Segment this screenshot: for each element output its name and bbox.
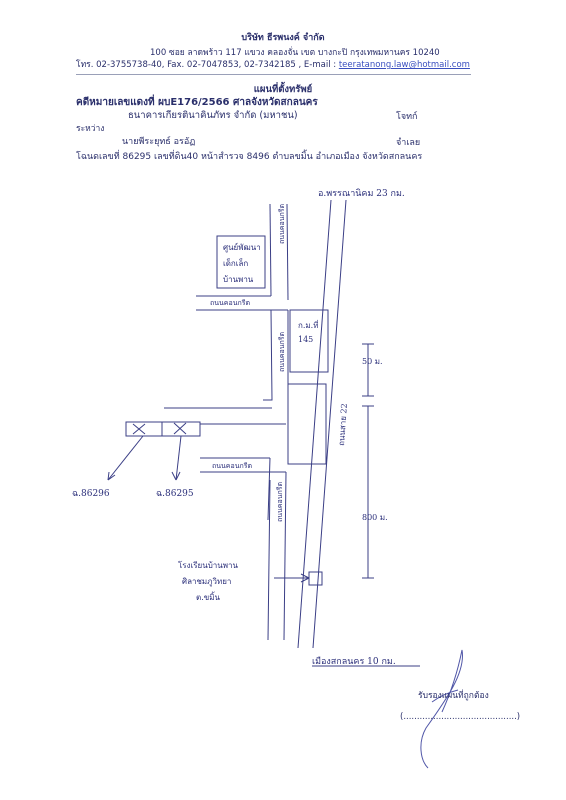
lower-vert-left-2 <box>267 479 271 641</box>
distance-50-label: 50 ม. <box>362 357 383 366</box>
email-link[interactable]: teeratanong.law@hotmail.com <box>338 60 470 70</box>
landmark-3-line1: โรงเรียนบ้านพาน <box>178 560 238 570</box>
defendant-name: นายพีระยุทธ์ อรอัฏ <box>122 137 196 147</box>
signature-stroke <box>431 689 459 703</box>
landmark-1-line2: เด็กเล็ก <box>223 258 248 268</box>
mid-road-label: ถนนคอนกรีต <box>278 332 286 372</box>
lower-vert-right <box>283 471 287 641</box>
distance-800-label: 800 ม. <box>362 513 388 522</box>
certify-text: รับรองแผนที่ถูกต้อง <box>418 691 489 701</box>
upper-road-label: ถนนคอนกรีต <box>278 204 286 244</box>
school-marker <box>308 571 323 586</box>
defendant-role: จำเลย <box>396 138 421 148</box>
block-middle <box>287 383 327 465</box>
upper-road-left <box>269 203 272 297</box>
lower-vert-left <box>267 457 271 521</box>
landmark-1-line3: บ้านพาน <box>223 275 254 284</box>
contact-text: โทร. 02-3755738-40, Fax. 02-7047853, 02-… <box>76 60 339 70</box>
landmark-block-2 <box>289 309 329 373</box>
deed-info: โฉนดเลขที่ 86295 เลขที่ดิน40 หน้าสำรวจ 8… <box>76 152 423 162</box>
upper-road-right <box>286 203 289 301</box>
landmark-2-line1: ก.ม.ที่ <box>298 319 318 330</box>
arrow-plot-86295 <box>175 435 182 481</box>
plot-86296 <box>125 421 163 437</box>
highway-label: ถนนสาย 22 <box>337 403 349 446</box>
highway-edge-right <box>312 199 347 649</box>
signature-line: (.......................................… <box>400 712 521 722</box>
between-label: ระหว่าง <box>76 124 105 134</box>
plot-86296-label: ฉ.86296 <box>72 489 110 499</box>
case-number: คดีหมายเลขแดงที่ ผบE176/2566 ศาลจังหวัดส… <box>76 97 318 108</box>
school-arrow-head <box>300 573 310 583</box>
plaintiff-name: ธนาคารเกียรตินาคินภัทร จำกัด (มหาชน) <box>128 110 298 121</box>
plot-86295-label: ฉ.86295 <box>156 489 194 499</box>
lower-road-label: ถนนคอนกรีต <box>276 482 284 522</box>
destination-top-label: อ.พรรณานิคม 23 กม. <box>318 189 405 199</box>
concrete-road-label-lower: ถนนคอนกรีต <box>212 462 252 470</box>
plot-86295-mark <box>173 422 187 435</box>
address-line: 100 ซอย ลาดพร้าว 117 แขวง คลองจั่น เขต บ… <box>150 48 440 58</box>
plaintiff-role: โจทก์ <box>396 112 418 122</box>
landmark-1-line1: ศูนย์พัฒนา <box>223 242 261 253</box>
arrow-plot-86296 <box>107 435 144 481</box>
distance-bar-50 <box>362 343 374 397</box>
plot-86296-mark <box>132 423 146 435</box>
arrow-head-86296 <box>107 471 116 481</box>
highway-edge-left <box>297 199 332 649</box>
signature-mark <box>420 649 464 769</box>
arrow-head-86295 <box>171 471 181 481</box>
concrete-road-label-top: ถนนคอนกรีต <box>210 299 250 307</box>
landmark-3-line2: ศิลาชมภูวิทยา <box>182 577 231 587</box>
company-name: บริษัท ธีรพนงค์ จำกัด <box>241 33 325 43</box>
header-divider <box>76 74 471 75</box>
landmark-3-line3: ต.ขมิ้น <box>196 591 220 602</box>
landmark-block-1 <box>216 235 266 289</box>
mid-road-left <box>263 309 273 401</box>
landmark-2-line2: 145 <box>298 335 313 344</box>
map-title: แผนที่ตั้งทรัพย์ <box>253 84 313 95</box>
destination-bottom-label: เมืองสกลนคร 10 กม. <box>312 657 396 667</box>
distance-bar-800 <box>362 405 374 579</box>
contact-line: โทร. 02-3755738-40, Fax. 02-7047853, 02-… <box>76 57 470 71</box>
